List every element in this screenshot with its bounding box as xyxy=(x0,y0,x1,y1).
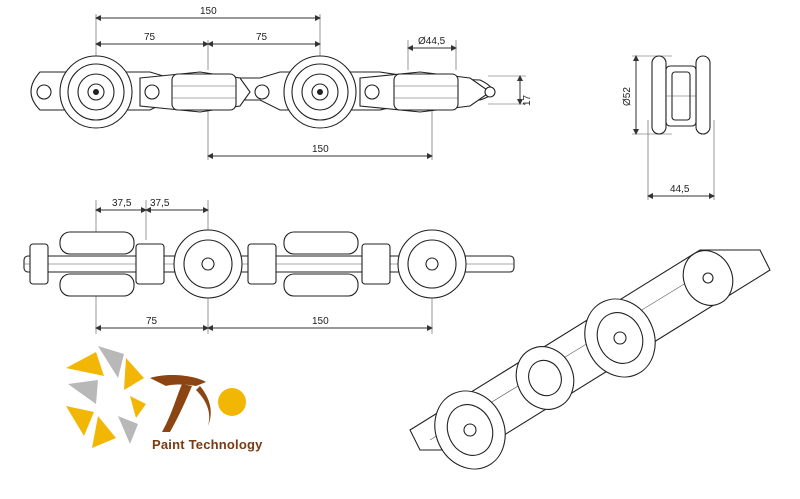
dim-height: 17 xyxy=(522,94,533,106)
dim-side-width: 44,5 xyxy=(670,184,690,195)
wheel-mid-right xyxy=(397,229,467,299)
dim-wheel-dia: Ø44,5 xyxy=(418,36,446,47)
iso-wheel-3 xyxy=(682,250,734,306)
dim-top-half-a: 75 xyxy=(144,32,156,43)
iso-wheel-1 xyxy=(434,390,506,470)
dim-top-total: 150 xyxy=(200,6,217,17)
wheel-top-right xyxy=(283,55,357,129)
isometric-view xyxy=(409,249,771,470)
paint-technology-logo xyxy=(66,346,246,448)
dim-top-half-b: 75 xyxy=(256,32,268,43)
middle-view: 37,5 37,5 75 150 xyxy=(23,198,515,334)
dim-mid-left: 75 xyxy=(146,316,158,327)
dim-bottom-pitch: 150 xyxy=(312,144,329,155)
dim-mid-right: 150 xyxy=(312,316,329,327)
wheel-mid-left xyxy=(173,229,243,299)
brand-name: Paint Technology xyxy=(152,437,263,452)
dim-side-dia: Ø52 xyxy=(622,87,633,106)
iso-wheel-2 xyxy=(584,298,656,378)
side-view: Ø52 44,5 xyxy=(622,55,715,200)
wheel-top-left xyxy=(59,55,133,129)
dim-mid-a: 37,5 xyxy=(112,198,132,209)
top-view: 150 75 75 Ø44,5 17 150 xyxy=(30,6,533,160)
iso-wheel-4 xyxy=(515,346,575,410)
dim-mid-b: 37,5 xyxy=(150,198,170,209)
